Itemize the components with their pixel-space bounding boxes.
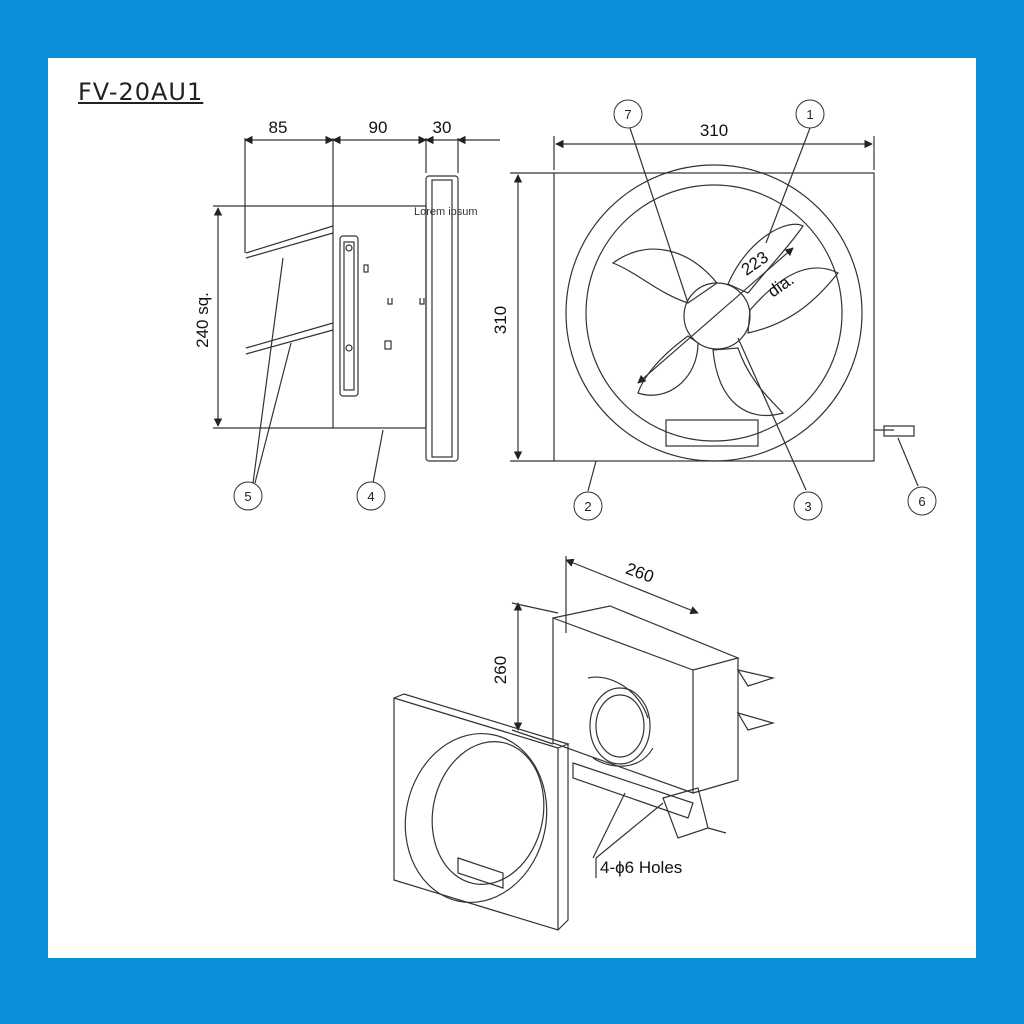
callout-1: 1 [806, 107, 813, 122]
side-view [213, 135, 500, 484]
dim-depth-90: 90 [369, 118, 388, 137]
technical-drawing: Lorem ipsum 85 90 30 240 sq. [193, 99, 937, 931]
callout-2: 2 [584, 499, 591, 514]
holes-label: 4-ϕ6 Holes [600, 858, 682, 877]
model-title: FV-20AU1 [78, 78, 204, 106]
callout-5: 5 [244, 489, 251, 504]
callout-6: 6 [918, 494, 925, 509]
dim-depth-85: 85 [269, 118, 288, 137]
dim-front-height: 310 [491, 306, 510, 334]
callout-4: 4 [367, 489, 374, 504]
callout-3: 3 [804, 499, 811, 514]
front-view [510, 127, 919, 492]
drawing-sheet: FV-20AU1 [48, 58, 976, 958]
callouts: 1 2 3 4 5 6 7 [233, 99, 937, 521]
perspective-view [393, 556, 776, 931]
dim-depth-30: 30 [433, 118, 452, 137]
dim-height-240: 240 sq. [193, 292, 212, 348]
dim-persp-width: 260 [623, 559, 656, 587]
dim-diameter: 223 [738, 248, 772, 280]
callout-7: 7 [624, 107, 631, 122]
side-label-text: Lorem ipsum [414, 206, 478, 218]
dim-persp-height: 260 [491, 656, 510, 684]
dim-front-width: 310 [700, 121, 728, 140]
